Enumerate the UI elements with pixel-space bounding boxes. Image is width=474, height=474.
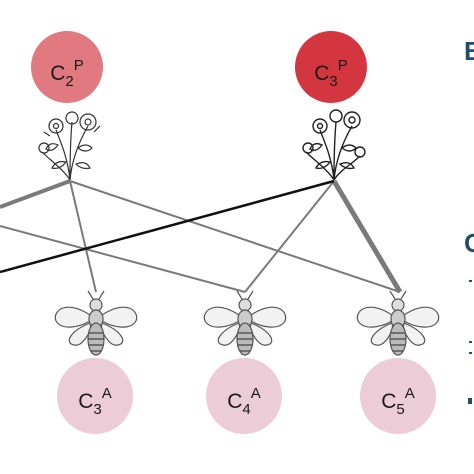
bee-icon	[356, 290, 440, 356]
animal-node-C3A: C3A	[57, 358, 133, 434]
plant-node-C3P: C3P	[295, 31, 367, 103]
link-C2P-to-C3A	[69, 180, 97, 293]
link-left-to-C4A	[0, 225, 246, 293]
plant-circle-C3P	[295, 31, 367, 103]
link-C3P-to-C4A	[244, 180, 335, 293]
flower-icon	[302, 109, 366, 181]
panel-letter-c: C	[464, 228, 474, 258]
link-C3P-to-C5A	[331, 179, 403, 294]
animal-label-C4A: C4A	[227, 385, 261, 418]
plant-circle-C2P	[31, 31, 103, 103]
plant-label-C2P: C2P	[50, 57, 84, 90]
plant-label-C3P: C3P	[314, 57, 348, 90]
animal-circle-C4A	[206, 358, 282, 434]
animal-node-C4A: C4A	[206, 358, 282, 434]
flower-icon	[38, 111, 101, 181]
animal-circle-C3A	[57, 358, 133, 434]
plant-node-C2P: C2P	[31, 31, 103, 103]
animal-label-C3A: C3A	[78, 385, 112, 418]
bee-icon	[54, 290, 138, 356]
link-C2P-to-C5A	[69, 180, 401, 293]
panel-letter-b: B	[464, 36, 474, 66]
link-left-to-C2P	[0, 179, 71, 209]
link-left-to-C3P	[0, 179, 335, 274]
animal-label-C5A: C5A	[381, 385, 415, 418]
bee-icon	[203, 290, 287, 356]
animal-node-C5A: C5A	[360, 358, 436, 434]
clipped-marks	[468, 280, 472, 404]
animal-circle-C5A	[360, 358, 436, 434]
network-links	[0, 179, 403, 294]
